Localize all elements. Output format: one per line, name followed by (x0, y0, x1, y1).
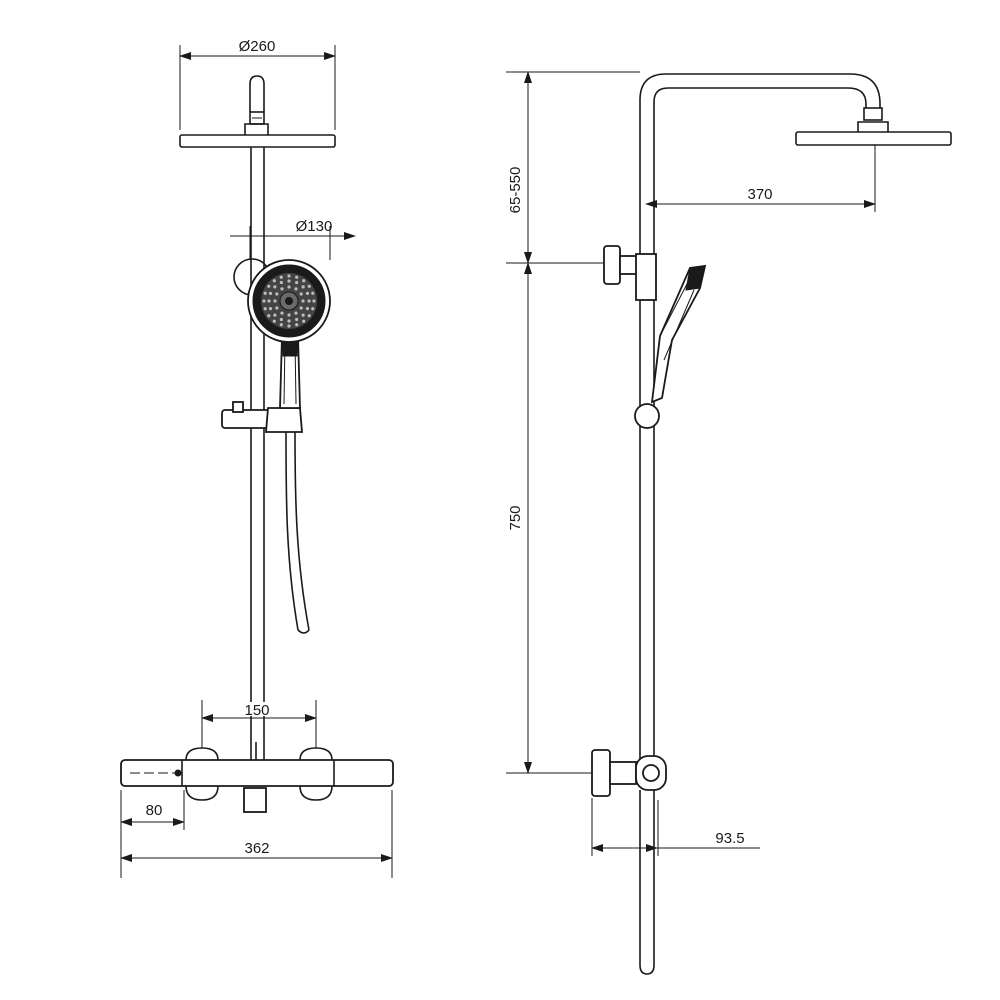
side-view: 65-550 370 750 93.5 (506, 71, 952, 975)
side-mixer (591, 749, 667, 975)
front-dim-inlet-spacing-label: 150 (244, 702, 269, 719)
nozzle-dot (287, 274, 291, 278)
front-handshower-nozzles (262, 274, 316, 328)
nozzle-dot (295, 323, 299, 327)
nozzle-dot (268, 291, 273, 295)
nozzle-dot (311, 291, 315, 295)
front-dim-mixer-length: 362 (120, 790, 393, 878)
nozzle-dot (279, 323, 283, 327)
front-dim-handshower-diameter: Ø130 (230, 218, 356, 260)
side-overhead-shower-head (795, 107, 952, 158)
nozzle-dot (263, 291, 267, 295)
nozzle-dot (273, 313, 277, 317)
front-dim-handshower-diameter-label: Ø130 (296, 218, 333, 235)
front-dim-inlet-spacing: 150 (201, 700, 317, 748)
side-hand-shower (634, 264, 707, 429)
front-thermostatic-mixer (120, 742, 394, 813)
nozzle-dot (295, 317, 299, 322)
nozzle-dot (305, 307, 310, 311)
nozzle-dot (273, 285, 277, 289)
nozzle-dot (301, 299, 305, 303)
nozzle-dot (280, 311, 284, 315)
front-dim-showerhead-diameter: Ø260 (179, 38, 336, 130)
nozzle-dot (272, 279, 276, 283)
front-view: Ø260 Ø130 150 80 362 (120, 38, 394, 878)
nozzle-dot (273, 299, 277, 303)
side-dim-arm-reach-label: 370 (747, 186, 772, 203)
nozzle-dot (287, 279, 291, 283)
nozzle-dot (294, 287, 298, 291)
nozzle-dot (302, 319, 306, 323)
nozzle-dot (267, 314, 271, 318)
nozzle-dot (301, 285, 305, 289)
nozzle-dot (262, 299, 266, 303)
front-dim-showerhead-diameter-label: Ø260 (239, 38, 276, 55)
front-riser-pipe (250, 147, 265, 760)
nozzle-dot (275, 292, 279, 296)
nozzle-dot (287, 319, 291, 323)
nozzle-dot (302, 279, 306, 283)
nozzle-dot (295, 275, 299, 279)
side-dim-rail-height-label: 750 (507, 505, 524, 530)
nozzle-dot (263, 307, 267, 311)
nozzle-dot (267, 299, 271, 303)
side-upper-wall-bracket (603, 245, 657, 301)
side-riser-and-arm (639, 73, 881, 760)
nozzle-dot (307, 284, 311, 288)
side-dim-head-height-range: 65-550 (506, 71, 640, 264)
nozzle-dot (268, 307, 273, 311)
front-dim-mixer-length-label: 362 (244, 840, 269, 857)
nozzle-dot (307, 314, 311, 318)
nozzle-dot (287, 285, 291, 289)
nozzle-dot (272, 319, 276, 323)
front-dim-mixer-end: 80 (120, 790, 185, 878)
nozzle-dot (287, 324, 291, 328)
nozzle-dot (279, 275, 283, 279)
front-hose (285, 431, 310, 634)
nozzle-dot (267, 284, 271, 288)
nozzle-dot (295, 280, 299, 285)
nozzle-dot (312, 299, 316, 303)
nozzle-dot (279, 280, 283, 285)
nozzle-dot (299, 292, 303, 296)
side-dim-rail-height: 750 (506, 262, 592, 774)
side-dim-arm-reach: 370 (645, 158, 876, 212)
nozzle-dot (287, 313, 291, 317)
nozzle-dot (294, 311, 298, 315)
side-dim-wall-offset: 93.5 (591, 798, 760, 856)
nozzle-dot (275, 306, 279, 310)
nozzle-dot (307, 299, 311, 303)
nozzle-dot (305, 291, 310, 295)
front-handshower-slider (221, 401, 303, 433)
nozzle-dot (311, 307, 315, 311)
nozzle-dot (301, 313, 305, 317)
front-dim-mixer-end-label: 80 (146, 802, 163, 819)
side-dim-head-height-range-label: 65-550 (507, 167, 524, 214)
side-dim-wall-offset-label: 93.5 (715, 830, 744, 847)
nozzle-dot (299, 306, 303, 310)
nozzle-dot (280, 287, 284, 291)
front-overhead-shower-head (179, 75, 336, 148)
front-hand-shower (247, 259, 331, 409)
nozzle-dot (279, 317, 283, 322)
